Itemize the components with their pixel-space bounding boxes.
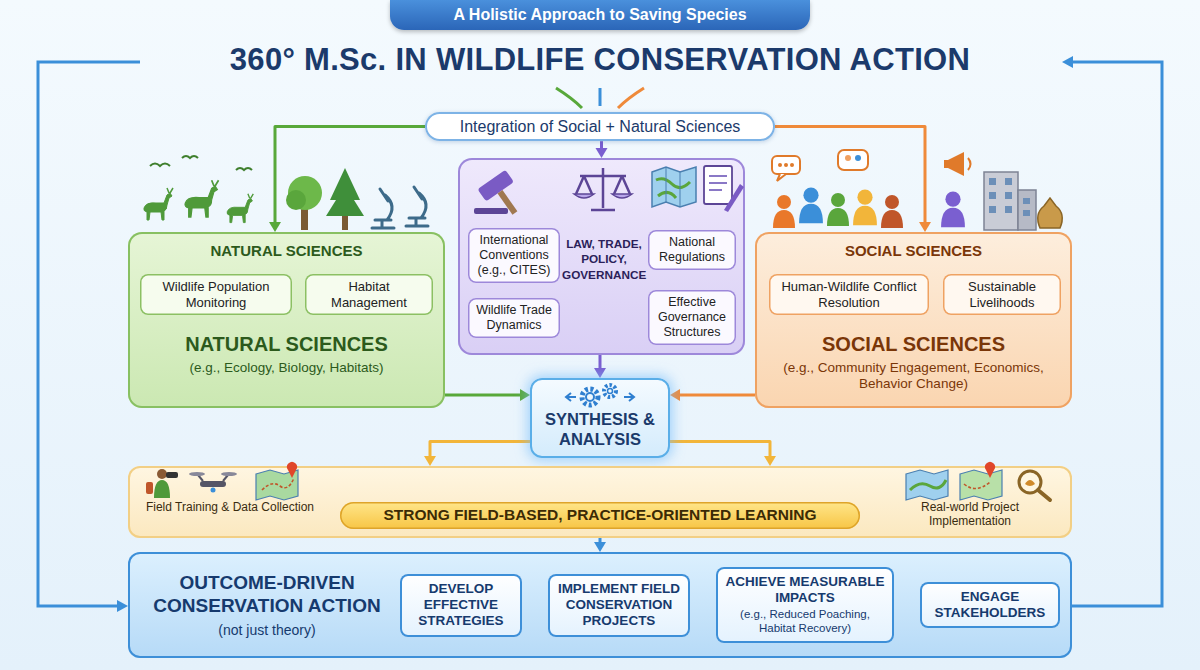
law-icons <box>474 166 744 223</box>
node-label: Effective Governance Structures <box>653 295 731 340</box>
arrowhead <box>764 456 776 466</box>
node-label: ENGAGE STAKEHOLDERS <box>926 589 1054 621</box>
panel-title: LAW, TRADE, POLICY, GOVERNANCE <box>562 236 646 282</box>
band-note: (not just theory) <box>142 622 392 639</box>
topic-box: Wildlife Population Monitoring <box>140 274 292 315</box>
science-panel: SOCIAL SCIENCES SOCIAL SCIENCES (e.g., Com… <box>755 232 1072 408</box>
band-title: OUTCOME-DRIVEN CONSERVATION ACTION <box>142 572 392 618</box>
topic-box: International Conventions (e.g., CITES) <box>468 228 560 283</box>
topic-box: Human-Wildlife Conflict Resolution <box>769 274 929 315</box>
arrowhead <box>594 542 606 552</box>
node-label: A Holistic Approach to Saving Species <box>390 0 810 30</box>
connector-line <box>775 127 925 224</box>
community-illustration <box>772 150 1062 230</box>
node-label: Wildlife Population Monitoring <box>145 279 287 310</box>
node-label: DEVELOP EFFECTIVE STRATEGIES <box>406 581 516 630</box>
learning-band: Field Training & Data Collection Real-wor… <box>128 466 1072 538</box>
feedback-loop <box>38 62 1162 606</box>
arrowhead <box>594 368 606 378</box>
node-label: International Conventions (e.g., CITES) <box>473 233 555 278</box>
node-label: Integration of Social + Natural Sciences <box>435 117 765 136</box>
banner-pill: STRONG FIELD-BASED, PRACTICE-ORIENTED LE… <box>340 502 860 529</box>
panel-title: NATURAL SCIENCES <box>138 332 435 356</box>
arrowhead <box>670 389 680 401</box>
policy-panel: LAW, TRADE, POLICY, GOVERNANCEInternatio… <box>458 158 745 355</box>
field-icons <box>146 462 298 500</box>
arrowhead <box>520 389 530 401</box>
band-caption: Real-world Project Implementation <box>880 500 1060 529</box>
panel-examples: (e.g., Community Engagement, Economics, … <box>765 360 1062 392</box>
action-box: IMPLEMENT FIELD CONSERVATION PROJECTS <box>548 574 690 637</box>
connector <box>596 141 608 158</box>
gear-icon <box>566 385 634 405</box>
band-caption: Field Training & Data Collection <box>140 500 320 514</box>
connector <box>445 389 530 401</box>
arrowhead <box>269 222 281 232</box>
arrowhead <box>919 222 931 232</box>
arrowhead <box>1062 56 1073 68</box>
title-ribbon: A Holistic Approach to Saving Species <box>390 0 810 30</box>
synthesis-hub: SYNTHESIS & ANALYSIS <box>530 378 670 458</box>
panel-examples: (e.g., Ecology, Biology, Habitats) <box>138 360 435 376</box>
connector <box>424 442 530 466</box>
node-note: (e.g., Reduced Poaching, Habitat Recover… <box>722 608 888 636</box>
integration-pill: Integration of Social + Natural Sciences <box>425 112 775 141</box>
wildlife-illustration <box>144 156 428 230</box>
node-label: Human-Wildlife Conflict Resolution <box>774 279 924 310</box>
node-label: National Regulations <box>653 235 731 265</box>
outcome-band: OUTCOME-DRIVEN CONSERVATION ACTION (not j… <box>128 552 1072 658</box>
node-label: ACHIEVE MEASURABLE IMPACTS <box>722 574 888 606</box>
project-icons <box>906 462 1050 500</box>
panel-title: SOCIAL SCIENCES <box>765 332 1062 356</box>
action-box: DEVELOP EFFECTIVE STRATEGIES <box>400 574 522 637</box>
connector <box>775 127 931 232</box>
node-label: STRONG FIELD-BASED, PRACTICE-ORIENTED LE… <box>348 506 852 525</box>
action-box: ACHIEVE MEASURABLE IMPACTS(e.g., Reduced… <box>716 567 894 643</box>
panel-heading: SOCIAL SCIENCES <box>765 242 1062 260</box>
connector <box>670 442 776 466</box>
topic-box: National Regulations <box>648 230 736 270</box>
panel-heading: NATURAL SCIENCES <box>138 242 435 260</box>
connector-line <box>670 442 770 458</box>
converging-arrows <box>556 88 644 108</box>
topic-box: Sustainable Livelihoods <box>943 274 1061 315</box>
arrowhead <box>424 456 436 466</box>
connector-line <box>275 127 425 224</box>
connector-line <box>599 355 602 370</box>
arrowhead <box>117 600 128 612</box>
connector <box>594 538 606 552</box>
science-panel: NATURAL SCIENCES NATURAL SCIENCES (e.g., E… <box>128 232 445 408</box>
connector-line <box>430 442 530 458</box>
topic-box: Habitat Management <box>305 274 433 315</box>
diagram-title: 360° M.Sc. IN WILDLIFE CONSERVATION ACTI… <box>0 42 1200 78</box>
arrowhead <box>596 148 608 158</box>
connector <box>594 355 606 378</box>
connector-line <box>445 394 522 397</box>
connector-line <box>678 394 755 397</box>
action-box: ENGAGE STAKEHOLDERS <box>920 582 1060 628</box>
topic-box: Wildlife Trade Dynamics <box>468 298 560 338</box>
node-label: SYNTHESIS & ANALYSIS <box>536 410 664 450</box>
connector <box>670 389 755 401</box>
text-group: OUTCOME-DRIVEN CONSERVATION ACTION (not j… <box>142 572 392 638</box>
node-label: Habitat Management <box>310 279 428 310</box>
connector <box>269 127 425 232</box>
node-label: IMPLEMENT FIELD CONSERVATION PROJECTS <box>554 581 684 630</box>
node-label: Wildlife Trade Dynamics <box>473 303 555 333</box>
topic-box: Effective Governance Structures <box>648 290 736 345</box>
node-label: Sustainable Livelihoods <box>948 279 1056 310</box>
